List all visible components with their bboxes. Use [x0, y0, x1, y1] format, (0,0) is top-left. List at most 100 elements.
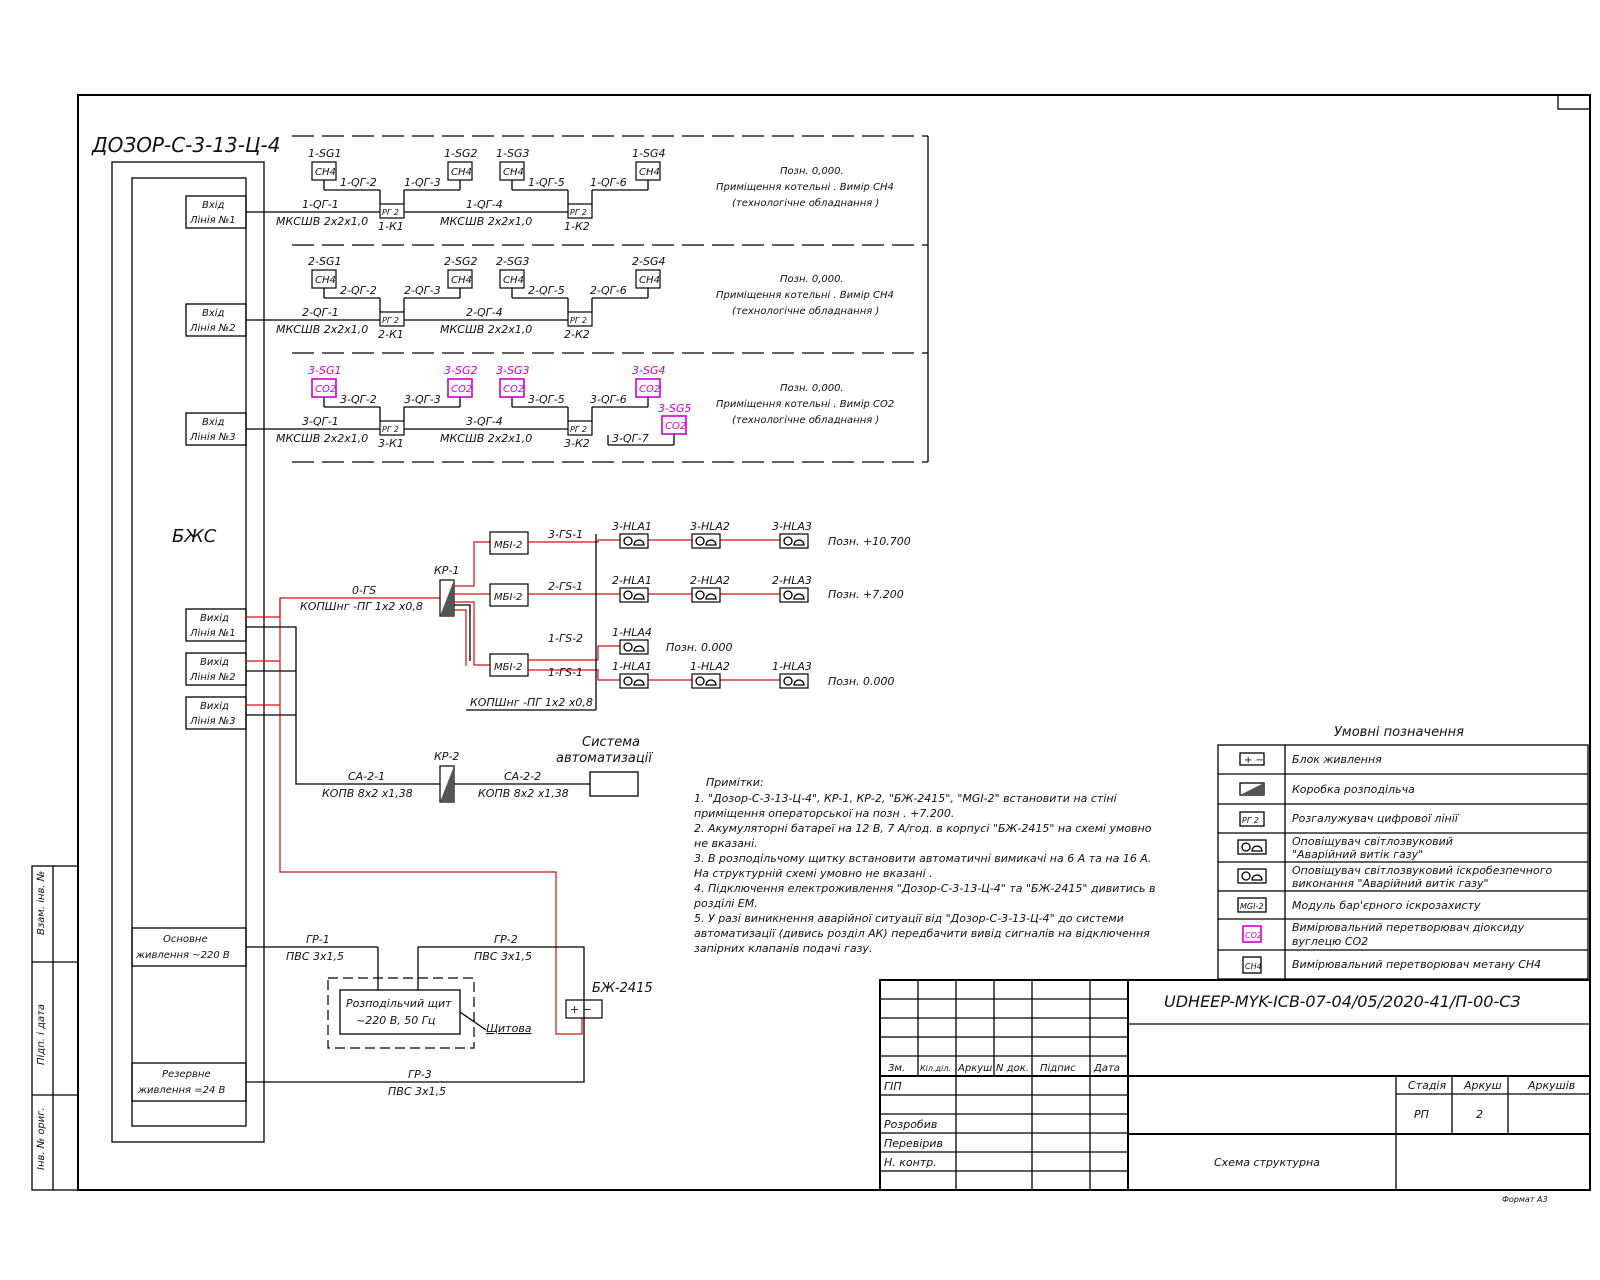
splitter-icon: [1239, 811, 1265, 827]
sensor-tag: 2-SG3: [496, 255, 529, 268]
tb-stage-head: Стадія: [1408, 1079, 1446, 1092]
tb-col: Аркуш: [957, 1063, 992, 1074]
gr3-tag: ГР-3: [408, 1068, 432, 1081]
sensor-label: CO2: [503, 384, 524, 395]
alarm-device-tag: 1-НLA1: [612, 660, 652, 673]
controller-inner-frame: [131, 177, 247, 1127]
legend-label: Коробка розподільча: [1292, 783, 1415, 796]
branch-tag: 1-QГ-2: [340, 176, 377, 189]
sensor-label: CH4: [503, 275, 524, 286]
zone-note: Приміщення котельні . Вимір CO2: [716, 398, 894, 410]
cable-tag: МКСШВ 2х2х1,0: [276, 323, 368, 336]
box-label: РГ 2: [570, 425, 587, 434]
zone-note: Приміщення котельні . Вимір CH4: [716, 181, 894, 193]
alarm-main-cable-tag: КОПШнг -ПГ 1х2 х0,8: [300, 600, 423, 613]
power-supply-icon: [1239, 752, 1265, 766]
kp1-tag: КР-1: [434, 564, 459, 577]
input-2-line: Лінія №2: [189, 322, 236, 334]
power-reserve-compartment: Резервне живлення =24 В: [131, 1062, 247, 1102]
power-main-line1: Основне: [163, 934, 208, 945]
junction-box-icon: [1239, 782, 1265, 796]
tb-row: Розробив: [884, 1118, 937, 1131]
side-stamp: Взам. інв. № Підп. і дата Інв. № ориг.: [31, 865, 79, 1191]
main-tag: 2-QГ-4: [466, 306, 503, 319]
note-line: розділі ЕМ.: [693, 897, 758, 910]
tb-row: Н. контр.: [884, 1156, 937, 1169]
note-line: автоматизації (дивись розділ АК) передба…: [694, 927, 1150, 940]
sensor-tag: 1-SG3: [496, 147, 529, 160]
alarm-icon: [1237, 839, 1267, 855]
branch-tag: 2-QГ-6: [590, 284, 627, 297]
gas-line-1: CH4 CH4 CH4 CH4 1-SG1 1-SG2 1-SG3 1-SG4 …: [246, 147, 894, 233]
controller-label: БЖС: [172, 526, 217, 547]
alarm-row-line: 2-ГS-1: [548, 580, 583, 593]
tb-stage: РП: [1414, 1108, 1429, 1121]
switchboard-room: [327, 977, 475, 1049]
ch4-sensor-icon: [1242, 956, 1262, 974]
gas-line-2: CH4 CH4 CH4 CH4 2-SG1 2-SG2 2-SG3 2-SG4 …: [246, 255, 894, 341]
sensor-label: CO2: [315, 384, 336, 395]
controller-title: ДОЗОР-С-3-13-Ц-4: [91, 133, 280, 157]
branch-tag: 3-QГ-7: [612, 432, 649, 445]
automation-box: [589, 771, 639, 797]
branch-tag: 2-QГ-2: [340, 284, 377, 297]
zone-note: Позн. 0,000.: [780, 274, 844, 285]
input-line-2: Вхід Лінія №2: [185, 303, 247, 337]
branch-tag: 2-QГ-5: [528, 284, 565, 297]
alarm-device-tag: 1-НLA3: [772, 660, 812, 673]
box-tag: 2-К2: [564, 328, 590, 341]
alarm-network: 0-ГS КОПШнг -ПГ 1х2 х0,8 КР-1 MБI-2 MБI-…: [246, 520, 911, 1035]
sensor-tag: 1-SG1: [308, 147, 341, 160]
power-cable-tag: ПВС 3х1,5: [388, 1085, 446, 1098]
alarm-device-tag: 2-НLA2: [690, 574, 730, 587]
legend-label: Вимірювальний перетворювач діоксиду: [1292, 921, 1525, 934]
sensor-tag: 3-SG1: [308, 364, 341, 377]
tb-col: Дата: [1093, 1063, 1120, 1074]
sensor-label: CH4: [315, 275, 336, 286]
controller-outer-frame: [111, 161, 265, 1143]
ca-cable-tag: КОПВ 8х2 х1,38: [322, 787, 413, 800]
psu-sign: + −: [570, 1003, 592, 1016]
sensor-label: CH4: [503, 167, 524, 178]
note-line: запірних клапанів подачі газу.: [694, 942, 872, 955]
input-1-line: Лінія №1: [189, 214, 236, 226]
zone-note: (технологічне обладнання ): [732, 197, 879, 209]
side-stamp-3: Інв. № ориг.: [36, 1107, 47, 1170]
ch4-sensor-icon-text: CH4: [1245, 962, 1262, 971]
input-line-3: Вхід Лінія №3: [185, 412, 247, 446]
sensor-label: CH4: [451, 167, 472, 178]
branch-tag: 3-QГ-2: [340, 393, 377, 406]
box-label: РГ 2: [570, 316, 587, 325]
alarm-device-tag: 2-НLA1: [612, 574, 652, 587]
sensor-tag: 2-SG1: [308, 255, 341, 268]
legend-title: Умовні позначення: [1334, 725, 1464, 740]
sensor-tag: 3-SG3: [496, 364, 529, 377]
output-3-line: Лінія №3: [189, 715, 236, 727]
tb-col: N док.: [996, 1063, 1029, 1074]
tb-row: ГІП: [884, 1080, 902, 1093]
input-3-line: Лінія №3: [189, 431, 236, 443]
sensor-tag: 1-SG4: [632, 147, 665, 160]
legend-label: Вимірювальний перетворювач метану CH4: [1292, 958, 1541, 971]
sensor-label: CO2: [665, 421, 686, 432]
note-line: 1. "Дозор-С-3-13-Ц-4", КР-1, КР-2, "БЖ-2…: [694, 792, 1117, 805]
output-line-1: Вихід Лінія №1: [185, 608, 247, 642]
cable-tag: МКСШВ 2х2х1,0: [276, 432, 368, 445]
sensor-tag: 2-SG2: [444, 255, 477, 268]
notes: Примітки: 1. "Дозор-С-3-13-Ц-4", КР-1, К…: [693, 776, 1155, 955]
output-line-2: Вихід Лінія №2: [185, 652, 247, 686]
output-1-line: Лінія №1: [189, 627, 236, 639]
output-1-label: Вихід: [200, 612, 229, 624]
power-main-line2: живлення ~220 В: [135, 950, 230, 961]
gas-line-3: CO2 CO2 CO2 CO2 CO2 3-SG1 3-SG2 3-SG3 3-…: [246, 364, 894, 450]
zone-note: Приміщення котельні . Вимір CH4: [716, 289, 894, 301]
legend-label: "Аварійний витік газу": [1292, 848, 1423, 861]
tb-col: Підпис: [1040, 1062, 1076, 1074]
legend-label: Модуль бар'єрного іскрозахисту: [1292, 899, 1481, 912]
format-label: Формат А3: [1502, 1195, 1548, 1204]
cable-tag: МКСШВ 2х2х1,0: [440, 432, 532, 445]
power-supply-icon-text: + −: [1244, 755, 1264, 766]
legend-label: Оповіщувач світлозвуковий: [1292, 835, 1453, 848]
side-stamp-1: Взам. інв. №: [35, 871, 47, 935]
power-supply-network: ГР-1 ПВС 3х1,5 ГР-2 ПВС 3х1,5 ГР-3 ПВС 3…: [246, 933, 653, 1098]
